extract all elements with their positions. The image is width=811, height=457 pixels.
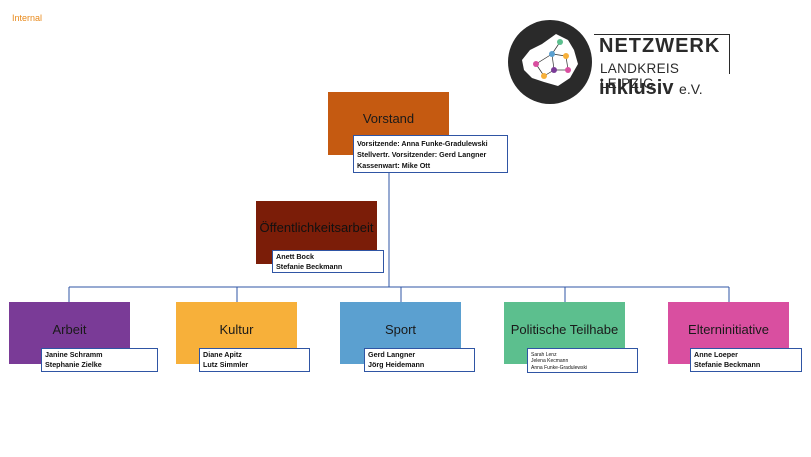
kultur-members-card: Diane Apitz Lutz Simmler [199,348,310,372]
oeffentlichkeitsarbeit-members-card: Anett Bock Stefanie Beckmann [272,250,384,273]
logo-text-landkreis: LANDKREIS LEIPZIG [600,61,680,91]
oeffentlichkeitsarbeit-member: Anett Bock [276,252,314,261]
kultur-member: Diane Apitz [203,350,242,359]
politische-teilhabe-member: Sarah Lenz [531,352,557,358]
oeffentlichkeitsarbeit-member: Stefanie Beckmann [276,261,343,271]
sport-member: Gerd Langner [368,350,416,359]
politische-teilhabe-member: Anna Funke-Gradulewski [531,364,588,371]
kultur-member: Lutz Simmler [203,360,249,369]
classification-label: Internal [12,13,43,23]
vorstand-member: Stellvertr. Vorsitzender: Gerd Langner [357,150,487,159]
vorstand-member: Vorsitzende: Anna Funke-Gradulewski [357,139,488,148]
logo-text-inklusiv: inklusiv e.V. [599,77,703,99]
arbeit-member: Janine Schramm [45,350,103,359]
elterninitiative-member: Stefanie Beckmann [694,360,761,369]
sport-member: Jörg Heidemann [368,360,425,369]
network-map-icon [508,20,592,104]
netzwerk-logo: NETZWERK LANDKREIS LEIPZIG inklusiv e.V. [508,20,733,104]
arbeit-members-card: Janine Schramm Stephanie Zielke [41,348,158,372]
sport-members-card: Gerd Langner Jörg Heidemann [364,348,475,372]
arbeit-member: Stephanie Zielke [45,360,102,369]
logo-text-netzwerk: NETZWERK [599,35,721,57]
vorstand-member: Kassenwart: Mike Ott [357,161,431,170]
vorstand-members-card: Vorsitzende: Anna Funke-Gradulewski Stel… [353,135,508,173]
logo-frame [594,34,730,74]
politische-teilhabe-members-card: Sarah Lenz Jelena Kecmann Anna Funke-Gra… [527,348,638,373]
elterninitiative-member: Anne Loeper [694,350,738,359]
elterninitiative-members-card: Anne Loeper Stefanie Beckmann [690,348,802,372]
politische-teilhabe-member: Jelena Kecmann [531,358,569,365]
